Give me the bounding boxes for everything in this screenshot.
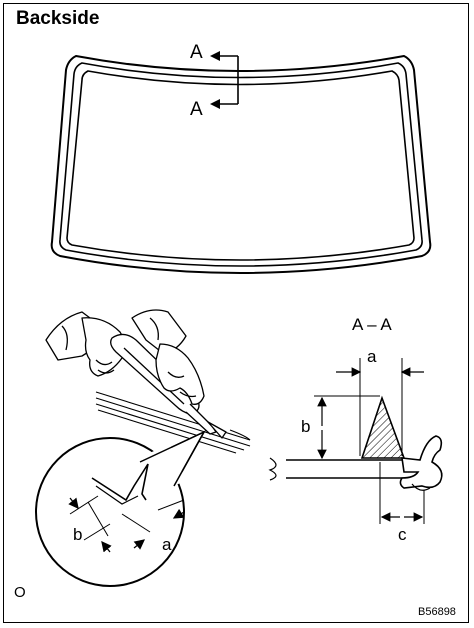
page-title: Backside [16,8,100,29]
glass-edge [95,391,251,454]
bead-profile [91,463,149,502]
section-view-title: A – A [352,315,392,334]
section-view [268,358,443,524]
section-dimension-a: a [367,347,377,366]
urethane-bead [360,395,406,459]
detail-dimension-b: b [73,525,82,544]
section-label-top: A [190,42,203,63]
diagram-frame [3,3,469,623]
windshield-outline [50,54,432,274]
right-hand [155,343,205,405]
windshield-mid-edge [59,62,423,267]
windshield-outer-edge [50,54,432,274]
windshield-inner-edge [66,70,415,261]
detail-dimension-a: a [162,535,172,554]
section-cut-marker [210,51,239,109]
section-label-bottom: A [190,99,203,120]
sealant-application-illustration [45,309,251,454]
corner-mark: O [14,584,26,601]
molding-clip [399,435,443,489]
section-dimension-b: b [301,417,310,436]
section-dimension-c: c [398,525,407,544]
detail-magnifier [35,430,206,587]
figure-code: B56898 [418,606,456,618]
left-hand [81,317,126,377]
